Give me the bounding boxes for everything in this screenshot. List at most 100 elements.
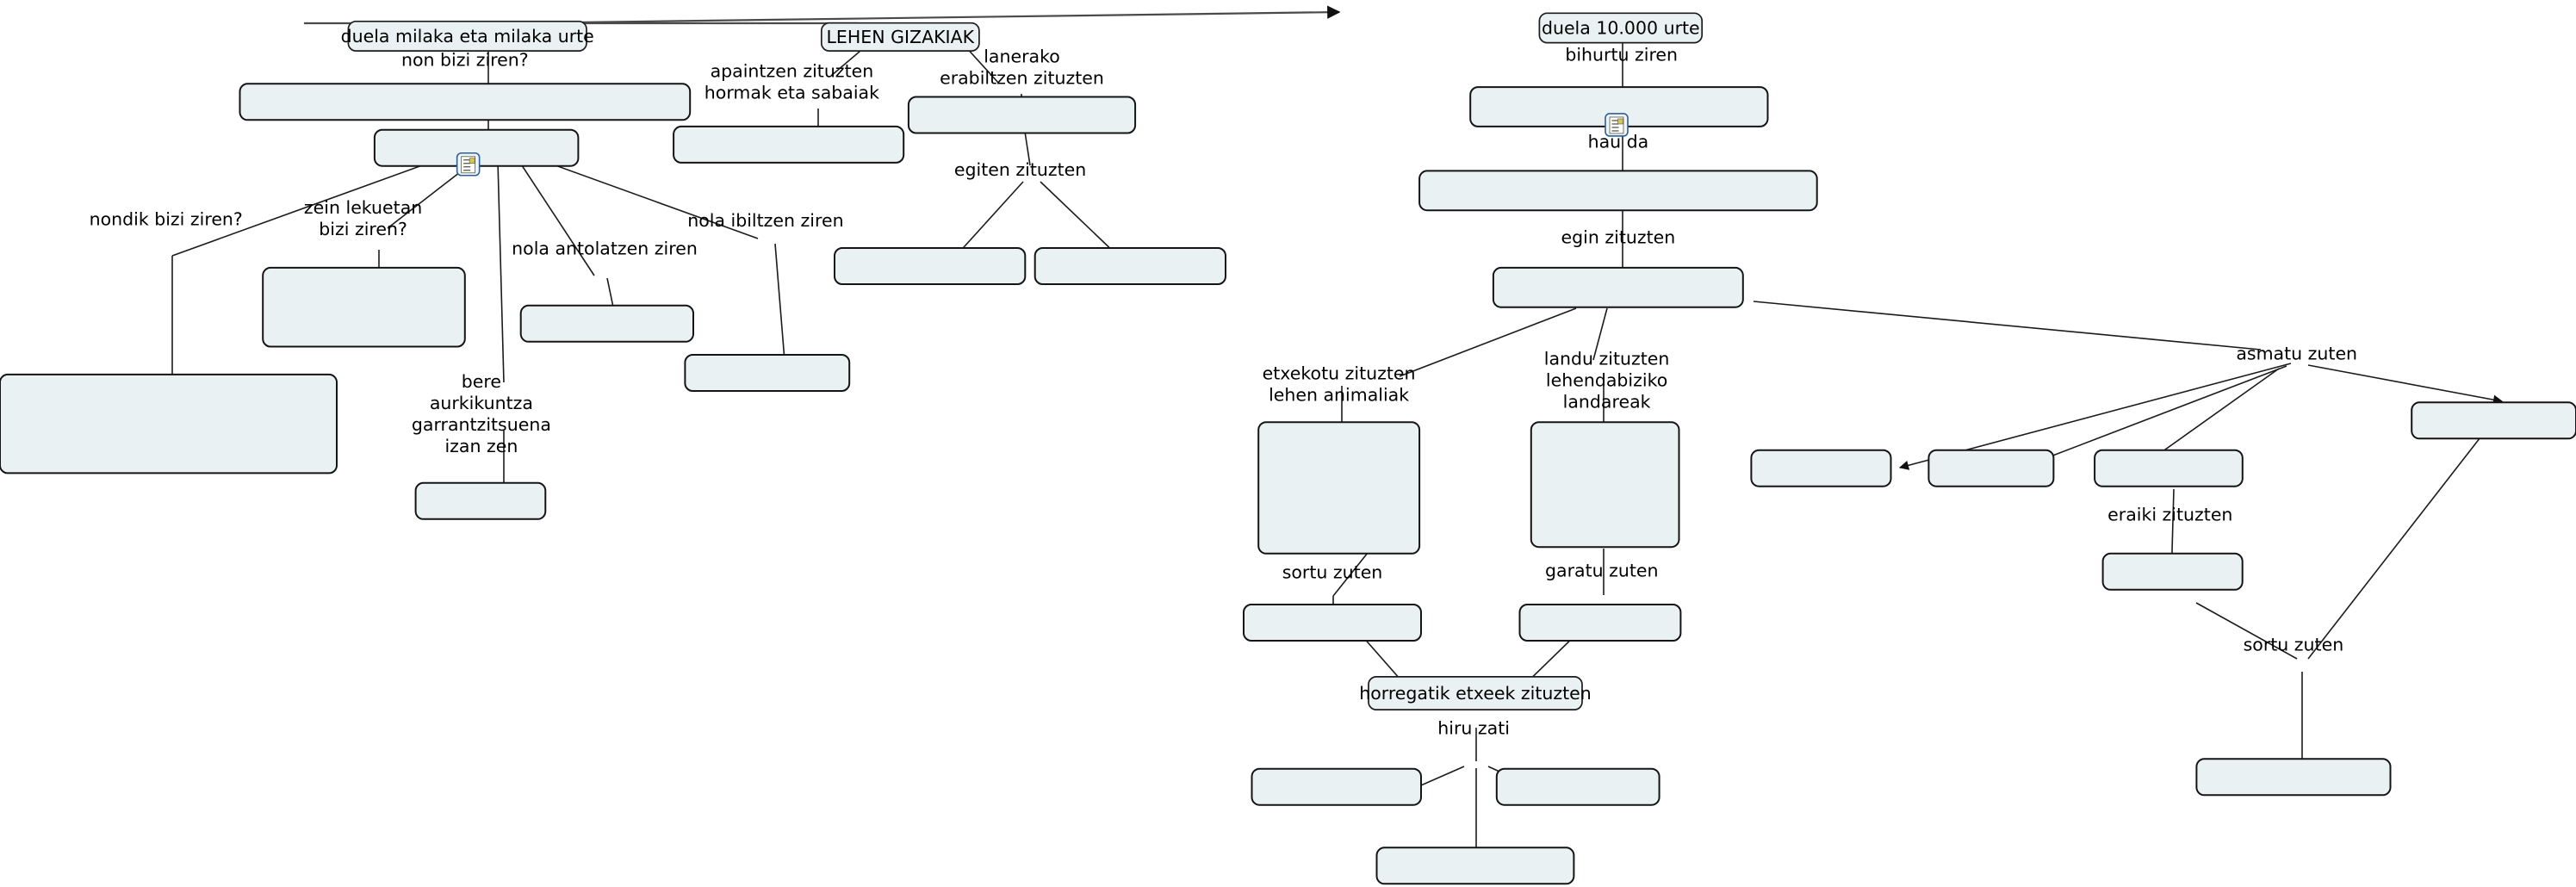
concept-node-empty[interactable] xyxy=(1375,847,1575,885)
edge-hub-nondik xyxy=(171,157,444,257)
concept-node-empty[interactable] xyxy=(1927,449,2055,487)
node-box[interactable] xyxy=(262,266,466,348)
concept-node-labeled[interactable]: horregatik etxeek zituzten xyxy=(1359,676,1592,710)
edge-asmatu-asm2 xyxy=(2043,365,2287,460)
concept-node-labeled[interactable]: duela 10.000 urte xyxy=(1538,12,1704,44)
node-box[interactable] xyxy=(2101,552,2244,591)
node-box[interactable] xyxy=(1243,604,1422,642)
concept-node-empty[interactable] xyxy=(684,354,851,392)
concept-node-empty[interactable] xyxy=(1243,604,1422,642)
edge-asm4-sortu xyxy=(2307,425,2490,660)
node-box[interactable] xyxy=(1034,247,1226,285)
concept-node-empty[interactable] xyxy=(834,247,1027,285)
node-box[interactable] xyxy=(1538,12,1704,44)
edge-egiten-left xyxy=(955,181,1024,257)
concept-node-empty[interactable] xyxy=(1418,170,1818,212)
concept-node-empty[interactable] xyxy=(1530,421,1680,549)
node-box[interactable] xyxy=(1750,449,1892,487)
edge-asmatu-asm4 xyxy=(2307,364,2504,405)
node-layer: LEHEN GIZAKIAK duela milaka eta milaka ur… xyxy=(0,12,2576,885)
concept-node-empty[interactable] xyxy=(1492,266,1744,308)
concept-node-empty[interactable] xyxy=(1034,247,1226,285)
edge-egiten-right xyxy=(1040,181,1119,257)
concept-node-empty[interactable] xyxy=(0,373,338,475)
edge-egin-etxekotu xyxy=(1399,307,1577,377)
link-label: sortu zuten xyxy=(1282,561,1383,582)
link-label: nondik bizi ziren? xyxy=(90,208,243,229)
node-box[interactable] xyxy=(1530,421,1680,549)
node-box[interactable] xyxy=(1251,767,1422,806)
node-box[interactable] xyxy=(1492,266,1744,308)
node-box[interactable] xyxy=(2411,401,2576,440)
concept-node-empty[interactable] xyxy=(907,96,1137,134)
node-box[interactable] xyxy=(1495,767,1660,806)
link-label: eraiki zituzten xyxy=(2107,505,2232,525)
node-box[interactable] xyxy=(834,247,1027,285)
concept-node-empty[interactable] xyxy=(2411,401,2576,440)
edge-etxekotu-sortu xyxy=(1332,548,1372,597)
concept-node-empty[interactable] xyxy=(2101,552,2244,591)
edge-hub-bere xyxy=(497,160,505,383)
node-box[interactable] xyxy=(1418,170,1818,212)
concept-node-empty[interactable] xyxy=(1495,767,1660,806)
edge-egin-asmatu xyxy=(1753,301,2262,350)
concept-node-empty[interactable] xyxy=(673,125,905,164)
concept-node-empty[interactable] xyxy=(519,304,695,343)
link-label: egin zituzten xyxy=(1561,226,1676,247)
note-icon-layer xyxy=(456,113,1629,177)
node-box[interactable] xyxy=(673,125,905,164)
node-box[interactable] xyxy=(347,20,587,52)
concept-node-labeled[interactable]: LEHEN GIZAKIAK xyxy=(820,22,980,52)
edge-root-duela-10000 xyxy=(512,5,1341,25)
link-label: egiten zituzten xyxy=(954,159,1086,180)
node-box[interactable] xyxy=(414,481,547,520)
concept-node-empty[interactable] xyxy=(1257,421,1421,555)
node-box[interactable] xyxy=(1927,449,2055,487)
node-label: duela milaka eta milaka urte xyxy=(341,26,594,47)
link-label: sortu zuten xyxy=(2244,634,2344,654)
edge-hub-antolatzen xyxy=(516,157,595,276)
edge-asm3-eraiki xyxy=(2171,488,2175,552)
concept-node-empty[interactable] xyxy=(414,481,547,520)
node-box[interactable] xyxy=(1375,847,1575,885)
link-label: garatu zuten xyxy=(1545,561,1659,581)
concept-node-empty[interactable] xyxy=(262,266,466,348)
concept-node-empty[interactable] xyxy=(2094,449,2244,487)
node-box[interactable] xyxy=(2094,449,2244,487)
node-box[interactable] xyxy=(0,373,338,475)
link-label: hiru zati xyxy=(1437,718,1510,739)
node-box[interactable] xyxy=(907,96,1137,134)
node-box[interactable] xyxy=(820,22,980,52)
edge-egin-landu xyxy=(1592,307,1608,361)
node-box[interactable] xyxy=(519,304,695,343)
concept-node-empty[interactable] xyxy=(1750,449,1892,487)
concept-node-empty[interactable] xyxy=(1518,604,1682,642)
node-box[interactable] xyxy=(1257,421,1421,555)
note-icon[interactable] xyxy=(1605,113,1629,137)
edge-hub-ibiltzen xyxy=(533,157,759,239)
link-label: asmatu zuten xyxy=(2236,344,2357,364)
node-box[interactable] xyxy=(684,354,851,392)
node-box[interactable] xyxy=(2195,758,2392,797)
node-label: horregatik etxeek zituzten xyxy=(1359,683,1592,704)
concept-node-empty[interactable] xyxy=(239,83,692,121)
link-label: non bizi ziren? xyxy=(401,49,529,70)
concept-node-empty[interactable] xyxy=(2195,758,2392,797)
edge-eraikibox-sortu xyxy=(2195,602,2298,660)
link-label: nola antolatzen ziren xyxy=(512,239,698,259)
note-icon[interactable] xyxy=(456,152,481,177)
node-box[interactable] xyxy=(1518,604,1682,642)
concept-node-labeled[interactable]: duela milaka eta milaka urte xyxy=(341,20,594,52)
concept-node-empty[interactable] xyxy=(1251,767,1422,806)
node-box[interactable] xyxy=(239,83,692,121)
link-label: bihurtu ziren xyxy=(1565,45,1678,65)
node-box[interactable] xyxy=(1368,676,1583,710)
node-label: LEHEN GIZAKIAK xyxy=(827,27,975,47)
